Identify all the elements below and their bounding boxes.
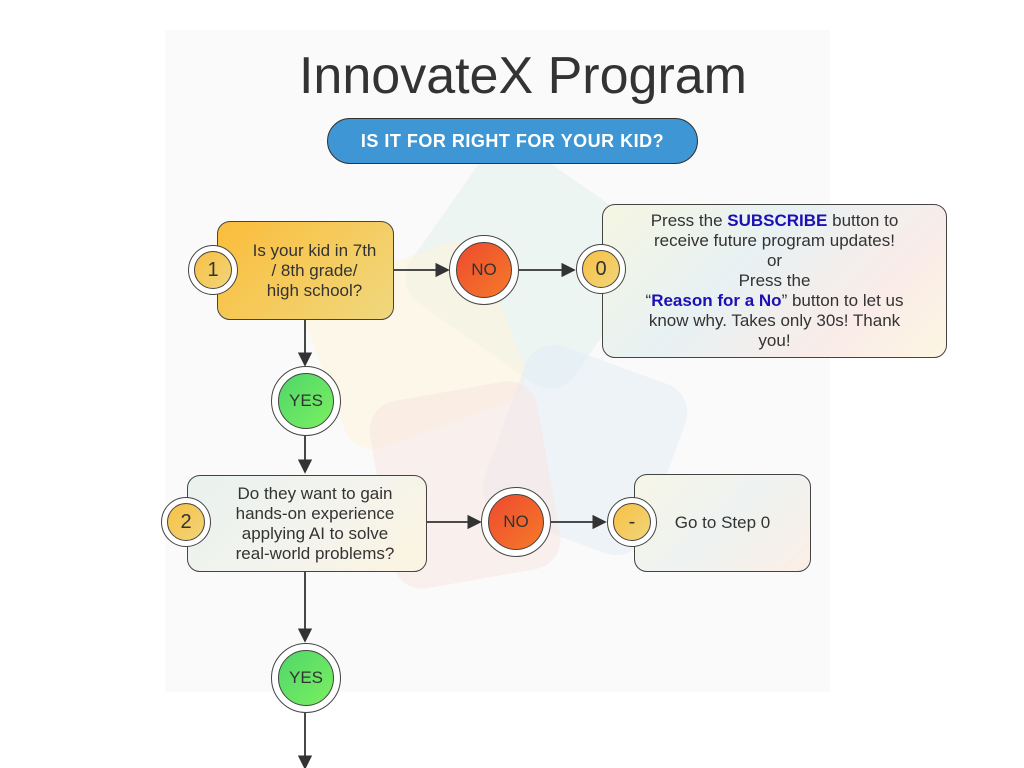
step-number: 0 bbox=[582, 250, 620, 288]
text-line: hands-on experience bbox=[235, 503, 395, 523]
step-number: - bbox=[613, 503, 651, 541]
subtitle-pill: IS IT FOR RIGHT FOR YOUR KID? bbox=[327, 118, 698, 164]
reason-highlight: Reason for a No bbox=[651, 291, 782, 310]
text-line: “Reason for a No” button to let us bbox=[645, 291, 904, 310]
step1-question-box: Is your kid in 7th/ 8th grade/high schoo… bbox=[217, 221, 394, 320]
text-line: applying AI to solve bbox=[241, 523, 389, 543]
no-label: NO bbox=[488, 494, 544, 550]
step1-badge: 1 bbox=[188, 245, 238, 295]
step0-badge: 0 bbox=[576, 244, 626, 294]
no-node-1: NO bbox=[449, 235, 519, 305]
step0-info-box: Press the SUBSCRIBE button to receive fu… bbox=[602, 204, 947, 358]
dash-badge: - bbox=[607, 497, 657, 547]
text-line: Press the bbox=[738, 271, 811, 290]
text-line: receive future program updates! bbox=[654, 231, 895, 250]
no-node-2: NO bbox=[481, 487, 551, 557]
text-line: you! bbox=[758, 331, 791, 350]
text-line: know why. Takes only 30s! Thank bbox=[648, 311, 901, 330]
text-line: real-world problems? bbox=[235, 543, 395, 563]
text-line: / 8th grade/ bbox=[271, 260, 358, 280]
step-number: 2 bbox=[167, 503, 205, 541]
go-to-step0-text: Go to Step 0 bbox=[674, 513, 771, 532]
text-line: Do they want to gain bbox=[237, 483, 393, 503]
yes-node-1: YES bbox=[271, 366, 341, 436]
go-to-step0-box: Go to Step 0 bbox=[634, 474, 811, 572]
step2-badge: 2 bbox=[161, 497, 211, 547]
no-label: NO bbox=[456, 242, 512, 298]
subscribe-highlight: SUBSCRIBE bbox=[727, 211, 828, 230]
text-line: or bbox=[766, 251, 783, 270]
text-line: Press the SUBSCRIBE button to bbox=[650, 211, 899, 230]
yes-node-2: YES bbox=[271, 643, 341, 713]
yes-label: YES bbox=[278, 650, 334, 706]
page-title: InnovateX Program bbox=[298, 47, 748, 105]
yes-label: YES bbox=[278, 373, 334, 429]
text-line: high school? bbox=[266, 280, 363, 300]
text-line: Is your kid in 7th bbox=[252, 240, 377, 260]
step-number: 1 bbox=[194, 251, 232, 289]
